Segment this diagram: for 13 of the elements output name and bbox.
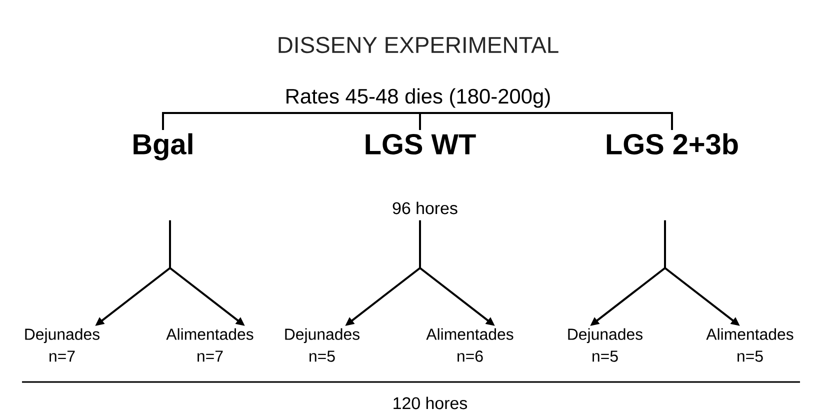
subgroup-label: Alimentades n=6 (426, 328, 514, 362)
subgroup-label: Dejunades n=5 (285, 328, 360, 362)
group-label: Bgal (134, 133, 192, 160)
subgroup-label: Dejunades n=7 (25, 328, 100, 362)
subgroup-label: Alimentades n=7 (166, 328, 254, 362)
subgroup-label: Dejunades n=5 (568, 328, 643, 362)
time-label: 120 hores (394, 396, 468, 410)
group-label: LGS WT (366, 134, 476, 154)
time-label: 96 hores (392, 202, 458, 214)
title: DISSENY EXPERIMENTAL (278, 36, 558, 54)
subtitle-text: Rates 45-48 dies (180-200g) (286, 88, 550, 108)
subgroup-label: Alimentades n=5 (706, 328, 794, 362)
group-label: LGS 2+3b (606, 133, 738, 155)
